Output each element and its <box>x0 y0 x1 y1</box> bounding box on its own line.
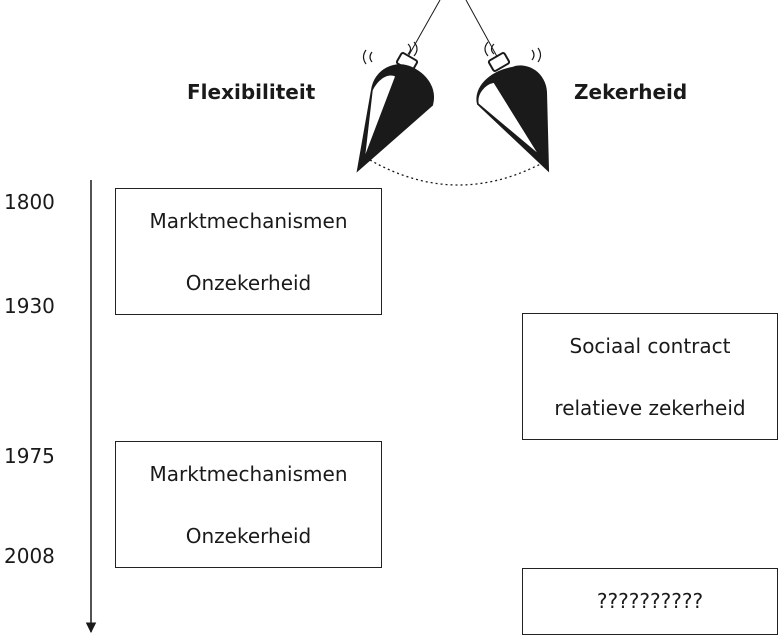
period-box-1975: Marktmechanismen Onzekerheid <box>115 441 382 568</box>
box-text: Sociaal contract <box>569 334 731 358</box>
box-text: relatieve zekerheid <box>554 396 746 420</box>
year-label: 2008 <box>4 544 55 568</box>
pendulum-right-icon <box>476 41 550 173</box>
label-flexibiliteit: Flexibiliteit <box>187 80 316 104</box>
period-box-1930: Sociaal contract relatieve zekerheid <box>522 313 778 440</box>
box-text: Onzekerheid <box>185 524 312 548</box>
box-text: ?????????? <box>596 589 704 613</box>
period-box-1800: Marktmechanismen Onzekerheid <box>115 188 382 315</box>
pendulum-left-icon <box>356 41 434 173</box>
box-text: Marktmechanismen <box>149 462 348 486</box>
box-text: Marktmechanismen <box>149 209 348 233</box>
box-text: Onzekerheid <box>185 271 312 295</box>
period-box-2008: ?????????? <box>522 568 778 635</box>
pendulum-string-left <box>404 0 441 63</box>
label-zekerheid: Zekerheid <box>574 80 688 104</box>
year-label: 1975 <box>4 444 55 468</box>
swing-arc <box>363 154 549 186</box>
pendulum-string-right <box>465 0 501 63</box>
year-label: 1930 <box>4 294 55 318</box>
year-label: 1800 <box>4 190 55 214</box>
